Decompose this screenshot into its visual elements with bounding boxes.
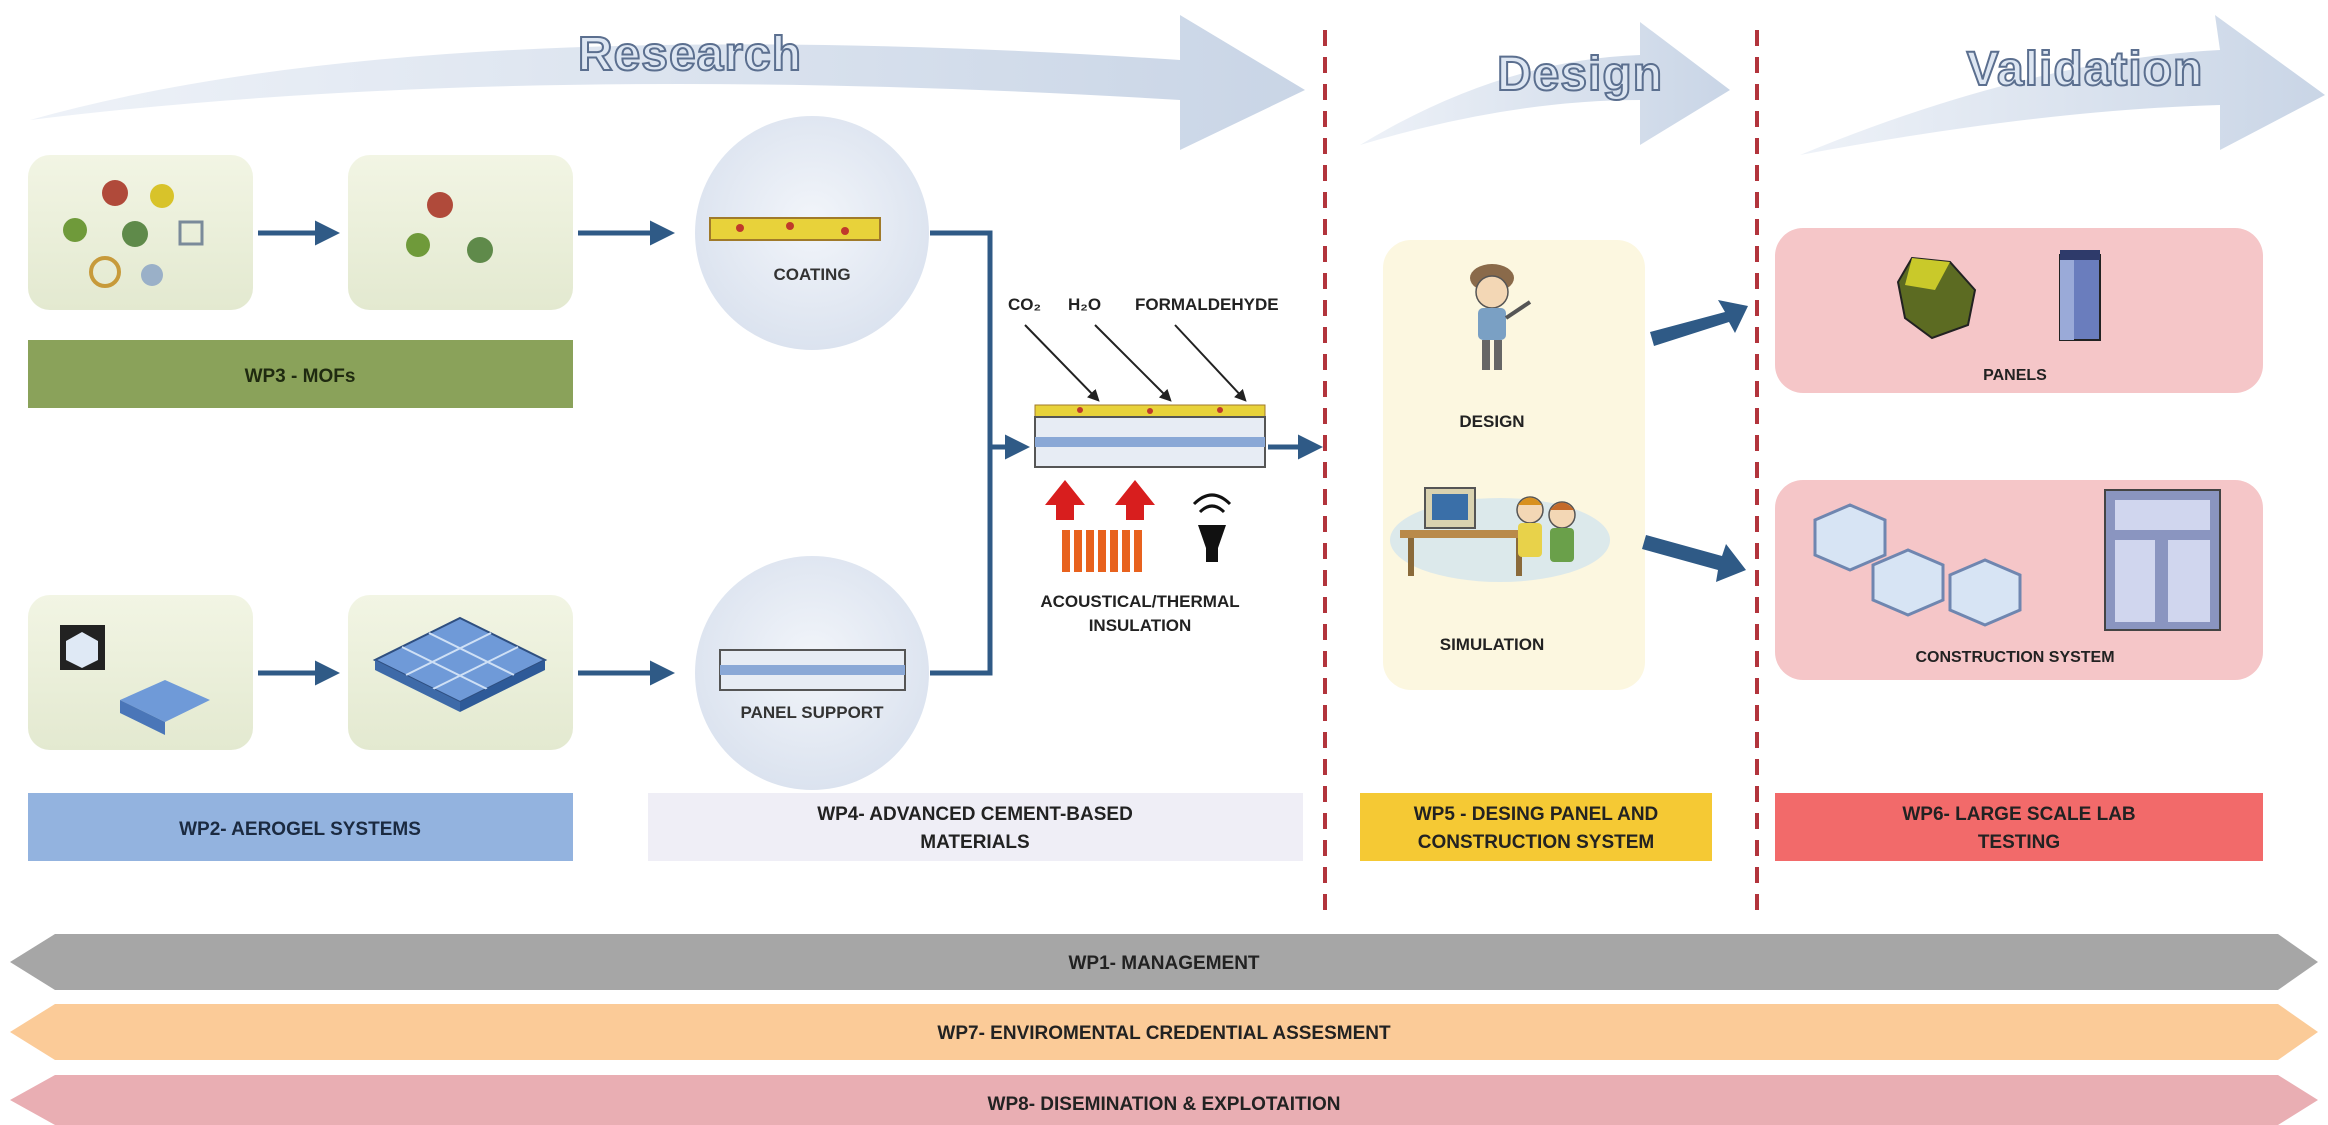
wp5-label-line2: CONSTRUCTION SYSTEM [1418, 832, 1654, 853]
wp4-label-line1: WP4- ADVANCED CEMENT-BASED [817, 804, 1133, 825]
mof-crystals-icon [63, 180, 204, 288]
designer-figure-icon [1470, 264, 1532, 370]
wp1-management-bar: WP1- MANAGEMENT [10, 934, 2318, 990]
research-phase-title: Research [578, 28, 802, 81]
composite-panel-icon [1034, 404, 1266, 468]
coating-circle: COATING [695, 116, 929, 350]
aerogel-cube-icon [60, 625, 210, 735]
construction-panel-icon [2104, 489, 2221, 631]
wp5-label-box: WP5 - DESING PANEL AND CONSTRUCTION SYST… [1360, 793, 1712, 861]
mof-selected-icon [406, 192, 493, 263]
design-label: DESIGN [1459, 412, 1524, 431]
wp4-label-line2: MATERIALS [920, 832, 1029, 853]
wp3-label-box: WP3 - MOFs [28, 340, 573, 408]
simulation-to-construction-arrow [1642, 535, 1746, 582]
coating-layer-icon [709, 217, 881, 241]
wp4-label-box: WP4- ADVANCED CEMENT-BASED MATERIALS [648, 793, 1303, 861]
wp6-label-line2: TESTING [1978, 832, 2060, 853]
aerogel-panel-box [348, 595, 573, 750]
construction-system-box: CONSTRUCTION SYSTEM [1775, 480, 2263, 680]
co2-arrow [1024, 324, 1100, 402]
design-phase-title: Design [1497, 48, 1663, 101]
mof-crystals-box [28, 155, 253, 310]
pollutants-group: CO₂ H₂O FORMALDEHYDE [1008, 295, 1279, 402]
insulation-label-line2: INSULATION [1089, 616, 1192, 635]
hexagon-blocks-icon [1813, 503, 2022, 627]
speaker-icon [1192, 493, 1232, 562]
validation-phase-title: Validation [1967, 43, 2204, 96]
panel-support-label: PANEL SUPPORT [741, 703, 885, 722]
co2-label: CO₂ [1008, 295, 1041, 314]
wp7-label: WP7- ENVIROMENTAL CREDENTIAL ASSESMENT [937, 1023, 1391, 1044]
wp8-dissemination-bar: WP8- DISEMINATION & EXPLOTAITION [10, 1075, 2318, 1125]
aerogel-sample-box [28, 595, 253, 750]
merge-connector [930, 230, 993, 676]
h2o-label: H₂O [1068, 295, 1101, 314]
simulation-label: SIMULATION [1440, 635, 1545, 654]
validation-phase-arrow: Validation [1800, 15, 2325, 155]
radiator-icon [1062, 530, 1142, 572]
wp3-label: WP3 - MOFs [245, 366, 356, 387]
mof-selected-box [348, 155, 573, 310]
wp7-environmental-bar: WP7- ENVIROMENTAL CREDENTIAL ASSESMENT [10, 1004, 2318, 1060]
research-phase-arrow: Research [30, 15, 1305, 150]
panels-box: PANELS [1775, 228, 2263, 393]
panel-prism-icon [1896, 256, 1977, 340]
heat-arrows-icon [1045, 480, 1155, 520]
wp6-label-line1: WP6- LARGE SCALE LAB [1902, 804, 2135, 825]
design-simulation-box: DESIGN SIMULATION [1383, 240, 1645, 690]
panel-column-icon [2059, 250, 2101, 341]
insulation-label-line1: ACOUSTICAL/THERMAL [1040, 592, 1239, 611]
simulation-scene-icon [1390, 487, 1610, 582]
aerogel-grid-icon [372, 616, 548, 712]
coating-label: COATING [773, 265, 850, 284]
panel-support-circle: PANEL SUPPORT [695, 556, 929, 790]
h2o-arrow [1094, 324, 1172, 402]
formaldehyde-label: FORMALDEHYDE [1135, 295, 1279, 314]
design-phase-arrow: Design [1360, 22, 1730, 145]
wp2-label: WP2- AEROGEL SYSTEMS [179, 819, 421, 840]
wp1-label: WP1- MANAGEMENT [1068, 953, 1259, 974]
formaldehyde-arrow [1174, 324, 1247, 402]
design-to-panels-arrow [1650, 300, 1748, 346]
wp8-label: WP8- DISEMINATION & EXPLOTAITION [988, 1094, 1341, 1115]
wp2-label-box: WP2- AEROGEL SYSTEMS [28, 793, 573, 861]
wp6-label-box: WP6- LARGE SCALE LAB TESTING [1775, 793, 2263, 861]
wp5-label-line1: WP5 - DESING PANEL AND [1414, 804, 1659, 825]
construction-system-label: CONSTRUCTION SYSTEM [1915, 649, 2114, 666]
panels-label: PANELS [1983, 367, 2047, 384]
